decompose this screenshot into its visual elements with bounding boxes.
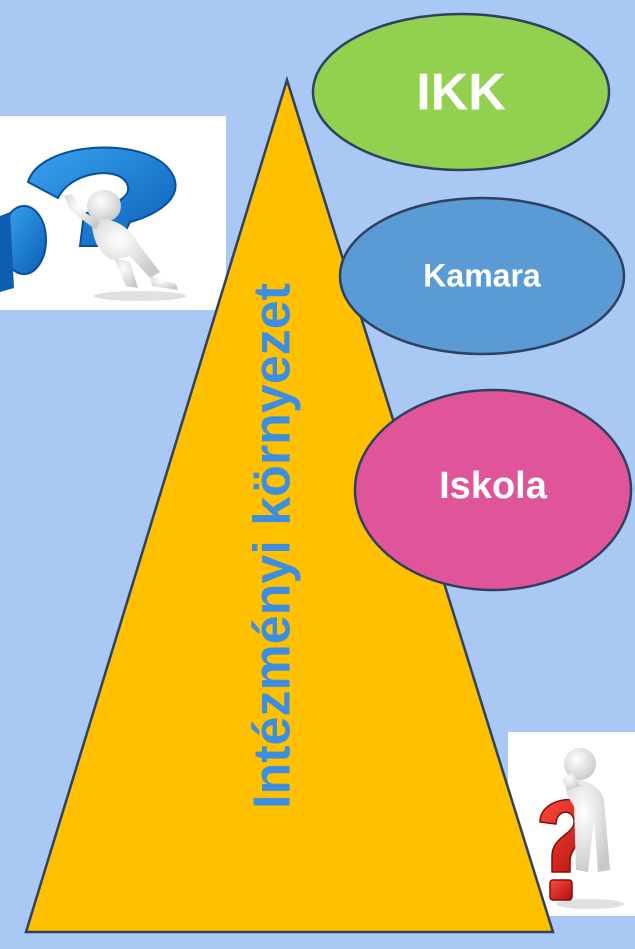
node-kamara-label: Kamara [423,257,541,293]
node-ikk-shape [311,12,611,172]
node-iskola: Iskola [353,388,633,592]
node-kamara: Kamara [338,196,626,356]
node-iskola-shape [353,388,633,592]
node-ikk: IKK [311,12,611,172]
node-iskola-label: Iskola [439,465,548,507]
figure-pushing-question-mark-image [0,116,226,310]
node-kamara-shape [338,196,626,356]
node-ikk-label: IKK [416,64,506,122]
triangle-label: Intézményi környezet [244,283,302,809]
